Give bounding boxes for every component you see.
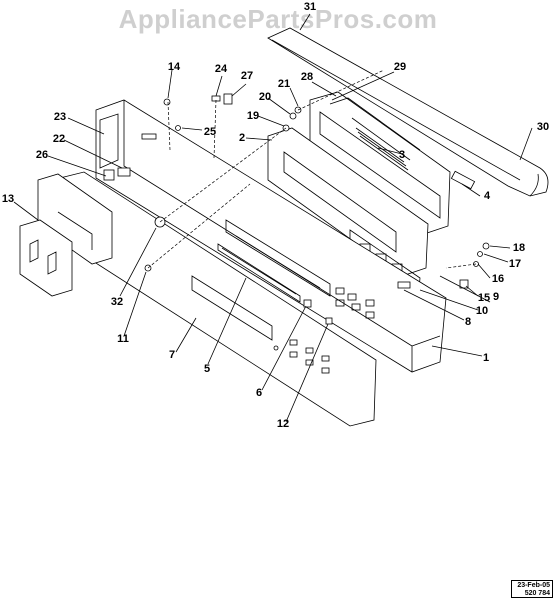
callout-19: 19 xyxy=(246,110,260,122)
callout-15: 15 xyxy=(477,292,491,304)
callout-14: 14 xyxy=(167,61,181,73)
callout-30: 30 xyxy=(536,121,550,133)
callout-18: 18 xyxy=(512,242,526,254)
callout-5: 5 xyxy=(203,363,211,375)
part-17-washer xyxy=(477,251,483,257)
callout-20: 20 xyxy=(258,91,272,103)
part-22-switch xyxy=(117,167,131,177)
callout-12: 12 xyxy=(276,418,290,430)
part-14-screw xyxy=(163,98,171,106)
callout-26: 26 xyxy=(35,149,49,161)
watermark-text: AppliancePartsPros.com xyxy=(118,4,438,34)
callout-32: 32 xyxy=(110,296,124,308)
callout-22: 22 xyxy=(52,133,66,145)
callout-10: 10 xyxy=(475,305,489,317)
callout-31: 31 xyxy=(303,1,317,13)
part-12-clip xyxy=(325,317,333,325)
callout-27: 27 xyxy=(240,70,254,82)
callout-28: 28 xyxy=(300,71,314,83)
callout-21: 21 xyxy=(277,78,291,90)
part-18-nut xyxy=(482,242,490,250)
callout-4: 4 xyxy=(483,190,491,202)
callout-29: 29 xyxy=(393,61,407,73)
part-6-clip xyxy=(303,299,312,308)
callout-25: 25 xyxy=(203,126,217,138)
part-25-nut xyxy=(175,125,181,131)
part-13-latch-bracket xyxy=(19,173,113,297)
callout-7: 7 xyxy=(168,349,176,361)
callout-2: 2 xyxy=(238,132,246,144)
stamp-date: 23-Feb-05 xyxy=(517,582,550,589)
part-1-console-frame xyxy=(95,99,447,373)
stamp-code: 520 784 xyxy=(524,590,550,597)
callout-17: 17 xyxy=(508,258,522,270)
part-5-window-lens xyxy=(217,243,301,303)
part-30-trim-cap xyxy=(267,27,549,197)
part-27-switch xyxy=(223,93,233,105)
callout-9: 9 xyxy=(492,291,500,303)
callout-13: 13 xyxy=(1,193,15,205)
callout-23: 23 xyxy=(53,111,67,123)
callout-1: 1 xyxy=(482,352,490,364)
revision-stamp: 23-Feb-05 520 784 xyxy=(511,580,553,598)
callout-6: 6 xyxy=(255,387,263,399)
callout-3: 3 xyxy=(398,149,406,161)
part-20-spring xyxy=(289,112,297,120)
callout-11: 11 xyxy=(117,333,129,345)
callout-16: 16 xyxy=(491,273,505,285)
alignment-lines xyxy=(147,69,477,269)
callout-24: 24 xyxy=(214,63,228,75)
part-15-bracket xyxy=(459,279,469,289)
part-26-latch xyxy=(103,169,115,181)
callout-8: 8 xyxy=(464,316,472,328)
leader-lines xyxy=(13,13,533,423)
